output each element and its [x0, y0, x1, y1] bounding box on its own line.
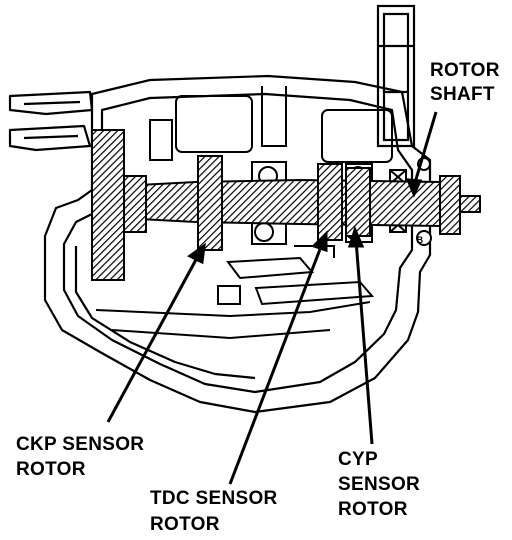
label-tdc-line1: TDC SENSOR — [150, 488, 278, 509]
left-mounting-lugs — [8, 90, 94, 152]
rotor-shaft — [119, 175, 481, 235]
label-rotor-shaft-line1: ROTOR — [430, 60, 500, 81]
label-ckp-line2: ROTOR — [16, 459, 86, 480]
housing-outer-wall — [43, 74, 432, 414]
callout-ckp-sensor-rotor: CKP SENSOR ROTOR — [16, 434, 144, 480]
leader-tdc — [228, 243, 324, 485]
label-cyp-line1: CYP — [338, 449, 378, 470]
top-boss — [376, 4, 416, 148]
internal-cavities — [95, 86, 393, 340]
label-ckp-line1: CKP SENSOR — [16, 434, 144, 455]
label-tdc-line2: ROTOR — [150, 514, 220, 535]
label-cyp-line2: SENSOR — [338, 474, 420, 495]
callout-tdc-sensor-rotor: TDC SENSOR ROTOR — [150, 488, 278, 535]
housing-contour — [74, 246, 256, 380]
ckp-sensor-rotor-disc — [91, 129, 125, 281]
leader-cyp — [354, 239, 374, 445]
cyp-sensor-rotor-disc-a — [317, 163, 343, 241]
ckp-rotor-hub — [123, 175, 147, 233]
callout-cyp-sensor-rotor: CYP SENSOR ROTOR — [338, 449, 420, 520]
leader-lines — [106, 111, 438, 485]
leader-ckp — [106, 255, 200, 423]
cyp-sensor-rotor-disc-b — [345, 167, 371, 237]
label-cyp-line3: ROTOR — [338, 499, 408, 520]
tdc-sensor-rotor-disc — [197, 155, 223, 251]
leader-rotor-shaft — [412, 111, 438, 187]
bearing-b-mark: B — [417, 235, 424, 245]
label-rotor-shaft-line2: SHAFT — [430, 84, 495, 105]
callout-rotor-shaft: ROTOR SHAFT — [430, 60, 500, 105]
